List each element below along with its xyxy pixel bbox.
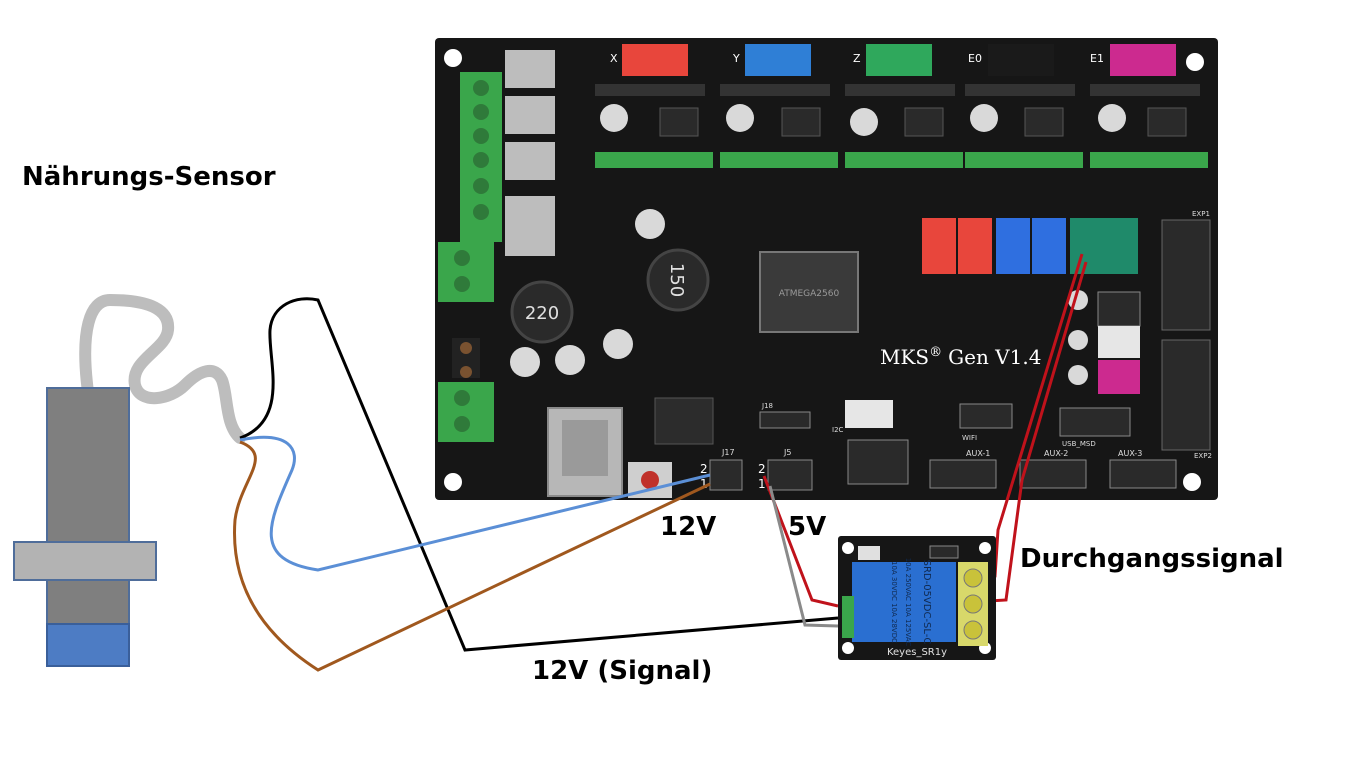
axis-label-z: Z — [853, 52, 861, 65]
red-5v-wire — [762, 475, 839, 608]
axis-connector-e1 — [1110, 44, 1176, 76]
sensor-nut — [13, 541, 157, 581]
svg-text:220: 220 — [525, 303, 559, 324]
proximity-sensor — [13, 293, 246, 667]
label-12v-signal: 12V (Signal) — [532, 656, 713, 686]
svg-text:150: 150 — [666, 263, 687, 297]
sensor-title: Nährungs-Sensor — [22, 162, 276, 192]
j5-label: J5 — [783, 448, 791, 457]
inductors: 220 150 — [510, 248, 710, 344]
axis-connector-e0 — [988, 44, 1054, 76]
label-5v: 5V — [788, 512, 827, 542]
svg-text:AUX-1: AUX-1 — [966, 449, 990, 458]
label-12v: 12V — [660, 512, 717, 542]
sensor-tip — [46, 623, 130, 667]
label-continuity-signal: Durchgangssignal — [1020, 544, 1284, 574]
svg-text:1: 1 — [700, 477, 708, 491]
axis-label-e0: E0 — [968, 52, 982, 65]
axis-connector-y — [745, 44, 811, 76]
svg-text:I2C: I2C — [832, 426, 844, 434]
mcu-chip: ATMEGA2560 — [759, 251, 859, 333]
svg-text:J18: J18 — [761, 402, 773, 410]
axis-label-e1: E1 — [1090, 52, 1104, 65]
relay-module: SRD-05VDC-SL-C 10A 250VAC 10A 125VAC 10A… — [838, 536, 996, 660]
brown-12v-wire — [233, 440, 711, 672]
relay-coil-box — [852, 562, 956, 642]
axis-connector-z — [866, 44, 932, 76]
axis-label-x: X — [610, 52, 618, 65]
axis-connector-x — [622, 44, 688, 76]
gray-gnd-wire — [768, 485, 839, 628]
wiring — [233, 253, 1088, 672]
svg-text:1: 1 — [758, 477, 766, 491]
axis-label-y: Y — [732, 52, 740, 65]
svg-text:USB_MSD: USB_MSD — [1062, 440, 1096, 448]
blue-gnd-wire — [239, 435, 711, 572]
svg-text:AUX-2: AUX-2 — [1044, 449, 1068, 458]
stepper-driver-slots — [595, 84, 1208, 168]
sensor-body — [46, 387, 130, 625]
svg-text:2: 2 — [700, 462, 708, 476]
svg-text:ATMEGA2560: ATMEGA2560 — [779, 289, 840, 299]
svg-text:AUX-3: AUX-3 — [1118, 449, 1142, 458]
svg-text:EXP2: EXP2 — [1194, 452, 1212, 460]
j17-label: J17 — [721, 448, 735, 457]
stepper-axis-connectors: X Y Z E0 E1 — [610, 44, 1176, 76]
relay-model-label: Keyes_SR1y — [887, 647, 947, 658]
board-name: MKS®Gen V1.4 — [880, 345, 1041, 369]
sensor-cable — [79, 293, 246, 444]
svg-text:EXP1: EXP1 — [1192, 210, 1210, 218]
svg-text:WIFI: WIFI — [962, 434, 977, 442]
svg-text:10A 250VAC 10A 125VAC: 10A 250VAC 10A 125VAC — [904, 558, 912, 647]
mks-gen-board: X Y Z E0 E1 — [435, 38, 1218, 500]
svg-text:SRD-05VDC-SL-C: SRD-05VDC-SL-C — [921, 560, 932, 645]
svg-text:2: 2 — [758, 462, 766, 476]
endstop-connectors — [922, 218, 1138, 274]
power-terminal-block — [438, 72, 502, 442]
black-signal-wire — [239, 297, 839, 652]
svg-text:10A 30VDC 10A 28VDC: 10A 30VDC 10A 28VDC — [890, 561, 898, 643]
